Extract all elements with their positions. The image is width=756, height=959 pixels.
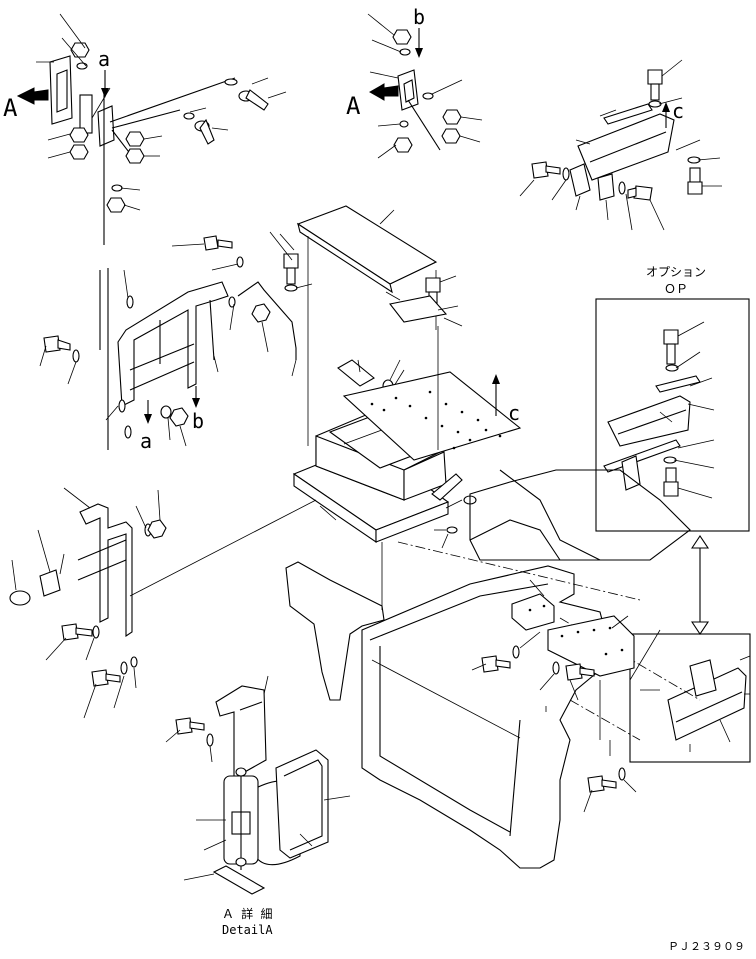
option-title: オプション (646, 265, 706, 279)
washer (228, 296, 236, 308)
bracket (511, 593, 555, 631)
knob (9, 590, 31, 606)
handrail (117, 281, 229, 407)
washer (92, 625, 100, 639)
bracket (577, 113, 675, 181)
option-detail-box: オプション ＯＰ (595, 265, 750, 532)
bolt (663, 467, 679, 497)
cab-body (361, 565, 611, 869)
washer (665, 364, 679, 372)
nut (393, 137, 413, 153)
nut (125, 148, 145, 164)
hinge-assembly-top-left: A a (3, 13, 287, 245)
reference-label: a (140, 429, 152, 453)
bolt (203, 235, 233, 251)
washer (562, 167, 570, 181)
washer (512, 645, 520, 659)
nut (69, 144, 89, 160)
washer (126, 295, 134, 309)
washer (130, 656, 138, 668)
washer (648, 100, 662, 108)
nut (441, 128, 461, 144)
bolt (194, 118, 215, 145)
washer (124, 425, 132, 439)
mounting-plate (342, 371, 522, 461)
cover-panel (215, 685, 267, 779)
link-arrow (690, 535, 710, 635)
washer (618, 181, 626, 195)
bolt (627, 185, 653, 201)
nut (147, 519, 167, 539)
bolt (531, 161, 561, 179)
bolt (481, 655, 511, 673)
bolt (238, 89, 269, 111)
washer (399, 48, 411, 56)
machine-body (285, 469, 701, 869)
hinge-assembly-top-middle: A b (346, 5, 483, 159)
bolt (91, 669, 121, 687)
mount-plate (547, 615, 635, 677)
washer (120, 661, 128, 675)
washer (422, 92, 434, 100)
washer (118, 399, 126, 413)
reference-label: c (508, 401, 520, 425)
washer (183, 112, 195, 120)
washer (552, 661, 560, 675)
detail-a-assembly: Ａ 詳 細 DetailA (165, 675, 351, 937)
drawing-number: ＰＪ２３９０９ (668, 940, 745, 953)
view-label: A (3, 94, 18, 122)
bolt (663, 329, 679, 365)
nut (392, 29, 412, 45)
bolt (61, 623, 93, 641)
nut (69, 127, 89, 143)
washer (160, 405, 172, 419)
view-label: A (346, 92, 361, 120)
bolt (647, 69, 663, 101)
washer (236, 256, 244, 268)
bolt (587, 775, 617, 793)
bolt (175, 717, 205, 735)
washer (111, 184, 123, 192)
mount-detail-box (629, 633, 751, 763)
nut (125, 131, 145, 147)
hood-outline (469, 469, 691, 561)
detail-caption-jp: Ａ 詳 細 (222, 906, 272, 921)
option-code: ＯＰ (664, 282, 688, 296)
washer (399, 120, 409, 128)
nut (442, 109, 462, 125)
bracket (607, 395, 691, 447)
view-arrow (368, 83, 399, 101)
mirror-frame (275, 749, 329, 859)
option-frame (595, 298, 750, 532)
reference-label: c (672, 99, 684, 123)
detail-caption-en: DetailA (222, 923, 273, 937)
washer (618, 767, 626, 781)
pin (446, 526, 458, 534)
reference-label: b (413, 5, 425, 29)
bolt (43, 335, 71, 353)
bracket-assembly-top-right: c (519, 59, 722, 231)
washer (206, 733, 214, 747)
step-handle (79, 503, 133, 638)
nut (106, 197, 126, 213)
bolt (283, 253, 299, 285)
step-handle-assembly (9, 487, 317, 719)
nut (70, 42, 90, 58)
view-arrow (16, 87, 49, 105)
washer (224, 78, 238, 86)
bolt (565, 663, 595, 681)
washer (72, 349, 80, 363)
frame-left (285, 561, 385, 701)
nut (169, 407, 189, 427)
reference-label: a (98, 47, 110, 71)
washer (284, 284, 298, 292)
handrail-assembly: b a (39, 231, 297, 453)
reference-label: b (192, 409, 204, 433)
nut (251, 303, 271, 323)
toolbox-assembly: c (279, 205, 522, 610)
bolt (687, 167, 703, 195)
